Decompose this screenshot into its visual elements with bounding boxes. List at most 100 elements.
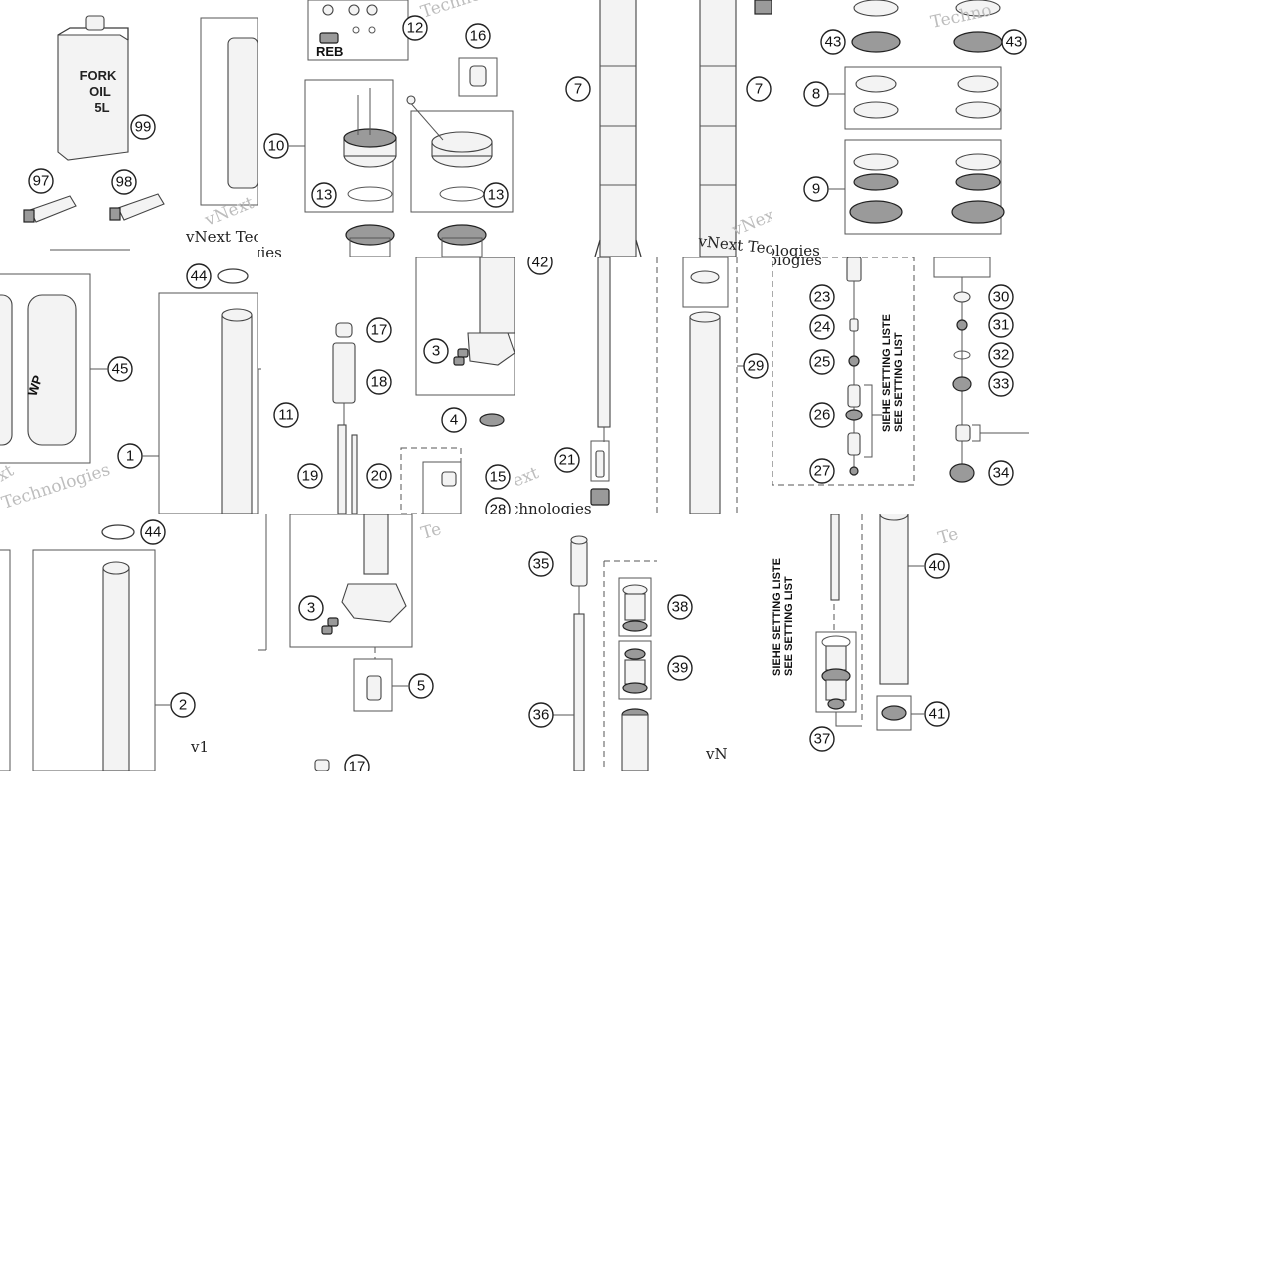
callout-30[interactable]: 30	[988, 284, 1014, 310]
callout-7-left[interactable]: 7	[565, 76, 591, 102]
o-ring-44b	[101, 524, 135, 540]
callout-25[interactable]: 25	[809, 349, 835, 375]
tile-bushings-seals: 43 43 8 9 Techno ologies	[772, 0, 1029, 257]
tile-seals-svg: 43 43 8 9 Techno ologies	[772, 0, 1027, 257]
callout-44b[interactable]: 44	[140, 519, 166, 545]
svg-text:44: 44	[145, 524, 162, 541]
valve-39	[622, 648, 648, 694]
svg-text:28: 28	[490, 502, 507, 515]
callout-16[interactable]: 16	[465, 23, 491, 49]
callout-43-left[interactable]: 43	[820, 29, 846, 55]
callout-17[interactable]: 17	[366, 317, 392, 343]
callout-7-right[interactable]: 7	[746, 76, 772, 102]
svg-text:31: 31	[993, 317, 1010, 334]
tile-damper-rods: 42 21 29 ext chnologies	[515, 257, 772, 514]
callout-15[interactable]: 15	[485, 464, 511, 490]
callout-23[interactable]: 23	[809, 284, 835, 310]
callout-17b[interactable]: 17	[344, 754, 370, 771]
callout-24[interactable]: 24	[809, 314, 835, 340]
callout-3[interactable]: 3	[423, 338, 449, 364]
callout-13-right[interactable]: 13	[483, 182, 509, 208]
rods-19-20	[337, 424, 358, 514]
callout-5[interactable]: 5	[408, 673, 434, 699]
setting-list-label-de: SIEHE SETTING LISTE	[881, 314, 893, 432]
callout-36[interactable]: 36	[528, 702, 554, 728]
fork-cap-left	[343, 88, 397, 202]
svg-text:39: 39	[672, 660, 689, 677]
callout-35[interactable]: 35	[528, 551, 554, 577]
inner-tube-2	[102, 561, 130, 771]
fork-cap-right	[406, 95, 493, 202]
callout-34[interactable]: 34	[988, 460, 1014, 486]
tile-valves: 23 24 25 26 27 SIEHE SETTING LISTE SEE S…	[772, 257, 1029, 514]
tile-base-valve: SIEHE SETTING LISTE SEE SETTING LIST 37 …	[772, 514, 1029, 771]
callout-4[interactable]: 4	[441, 407, 467, 433]
svg-text:33: 33	[993, 376, 1010, 393]
callout-38[interactable]: 38	[667, 594, 693, 620]
tile-reb-adjusters: REB 12 16 10 13 13	[258, 0, 515, 257]
callout-11[interactable]: 11	[273, 402, 299, 428]
fork-protector-pair: WP	[0, 294, 77, 446]
svg-text:26: 26	[814, 407, 831, 424]
callout-12[interactable]: 12	[402, 15, 428, 41]
svg-text:13: 13	[316, 187, 333, 204]
setting-list-label-en: SEE SETTING LIST	[893, 332, 905, 432]
callout-28[interactable]: 28	[485, 497, 511, 515]
grease-tube-98	[109, 193, 165, 221]
callout-42[interactable]: 42	[527, 257, 553, 275]
callout-37[interactable]: 37	[809, 726, 835, 752]
svg-text:7: 7	[755, 81, 763, 98]
callout-39[interactable]: 39	[667, 655, 693, 681]
callout-19[interactable]: 19	[297, 463, 323, 489]
callout-29[interactable]: 29	[743, 353, 769, 379]
callout-1[interactable]: 1	[117, 443, 143, 469]
watermark-techno-top: Techno	[418, 0, 483, 23]
tile-tubes-svg: 7 7 vNext Tec vNext	[565, 0, 772, 257]
tile-valves-svg: 23 24 25 26 27 SIEHE SETTING LISTE SEE S…	[772, 257, 1029, 486]
callout-40[interactable]: 40	[924, 553, 950, 579]
tile-damper-svg: 42 21 29 ext chnologies	[515, 257, 769, 514]
svg-text:10: 10	[268, 138, 285, 155]
svg-text:11: 11	[278, 407, 294, 424]
svg-text:21: 21	[559, 452, 576, 469]
callout-44[interactable]: 44	[186, 263, 212, 289]
callout-27[interactable]: 27	[809, 458, 835, 484]
svg-text:32: 32	[993, 347, 1010, 364]
callout-31[interactable]: 31	[988, 312, 1014, 338]
callout-43-right[interactable]: 43	[1001, 29, 1027, 55]
svg-text:99: 99	[135, 119, 152, 136]
callout-2[interactable]: 2	[170, 692, 196, 718]
callout-18[interactable]: 18	[366, 369, 392, 395]
callout-98[interactable]: 98	[111, 169, 137, 195]
callout-33[interactable]: 33	[988, 371, 1014, 397]
watermark-ologies-2: ologies	[772, 242, 820, 257]
callout-8[interactable]: 8	[803, 81, 829, 107]
tile-reb-svg: REB 12 16 10 13 13	[258, 0, 514, 257]
svg-text:38: 38	[672, 599, 689, 616]
can-label-line2: OIL	[89, 84, 111, 99]
callout-21[interactable]: 21	[554, 447, 580, 473]
cylinder	[621, 708, 649, 771]
callout-20[interactable]: 20	[366, 463, 392, 489]
tile-axle-clamp: 3 5 17 Te	[258, 514, 515, 771]
svg-text:45: 45	[112, 361, 129, 378]
callout-10[interactable]: 10	[263, 133, 289, 159]
callout-3b[interactable]: 3	[298, 595, 324, 621]
watermark-ologies: ologies	[258, 244, 282, 257]
callout-26[interactable]: 26	[809, 402, 835, 428]
callout-41[interactable]: 41	[924, 701, 950, 727]
callout-32[interactable]: 32	[988, 342, 1014, 368]
reb-label: REB	[316, 44, 343, 59]
callout-99[interactable]: 99	[130, 114, 156, 140]
piston-rod-35	[570, 535, 588, 614]
callout-45[interactable]: 45	[107, 356, 133, 382]
svg-text:42: 42	[532, 257, 549, 271]
tile-piston: 35 36 38 39 vN	[515, 514, 772, 771]
svg-text:8: 8	[812, 86, 820, 103]
svg-text:34: 34	[993, 465, 1010, 482]
callout-97[interactable]: 97	[28, 168, 54, 194]
callout-9[interactable]: 9	[803, 176, 829, 202]
part-16-plug	[469, 65, 487, 87]
callout-13-left[interactable]: 13	[311, 182, 337, 208]
